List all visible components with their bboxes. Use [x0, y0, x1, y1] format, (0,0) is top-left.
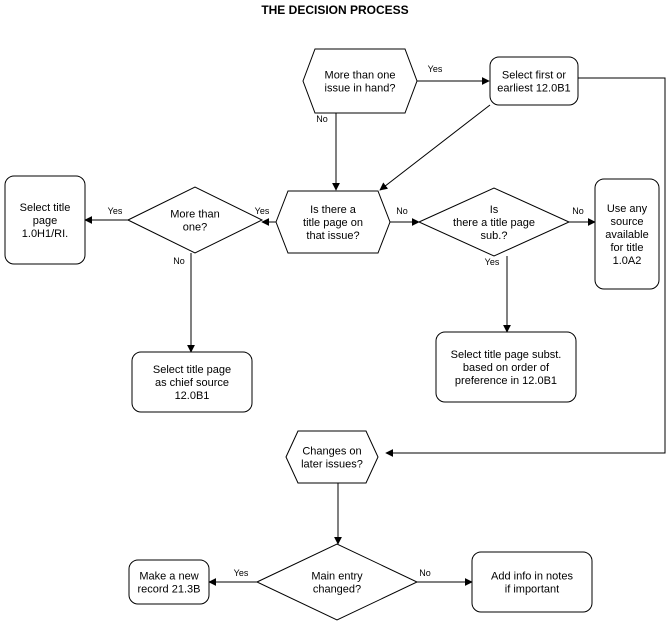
node-select-title-page-subst: Select title page subst.based on order o…	[435, 331, 577, 403]
use-any-source-text-line: 1.0A2	[613, 255, 642, 267]
add-info-notes-rounded-rect	[471, 551, 593, 613]
edge-label-yes: Yes	[255, 206, 270, 216]
more-than-one-issue-text-line: issue in hand?	[325, 83, 396, 95]
is-title-page-text-line: that issue?	[306, 230, 359, 242]
changes-on-later-hexagon	[285, 430, 379, 484]
main-entry-changed-text-line: changed?	[313, 584, 361, 596]
use-any-source-text-line: for title	[610, 242, 643, 254]
more-than-one-text-line: one?	[183, 222, 207, 234]
edge-select-first-issue-to-is-title-page	[379, 104, 491, 191]
changes-on-later-text-line: later issues?	[301, 459, 363, 471]
more-than-one-text-line: More than	[170, 209, 220, 221]
is-title-page-text-line: Is there a	[310, 204, 357, 216]
add-info-notes-text-line: if important	[505, 584, 559, 596]
select-title-page-chief-text-line: 12.0B1	[175, 390, 210, 402]
diagram-title: THE DECISION PROCESS	[261, 3, 408, 17]
edge-label-no: No	[173, 256, 185, 266]
is-title-page-sub-text-line: Is	[490, 204, 499, 216]
use-any-source-text-line: available	[605, 229, 648, 241]
select-title-page-1-text-line: 1.0H1/RI.	[22, 228, 68, 240]
select-title-page-subst-text-line: preference in 12.0B1	[455, 375, 557, 387]
select-first-issue-text-line: earliest 12.0B1	[497, 83, 570, 95]
edge-label-no: No	[316, 114, 328, 124]
use-any-source-text-line: Use any	[607, 203, 648, 215]
select-title-page-1-rounded-rect	[4, 175, 86, 265]
use-any-source-rounded-rect	[594, 178, 660, 290]
more-than-one-issue-hexagon	[302, 48, 418, 114]
main-entry-changed-diamond	[255, 543, 419, 621]
select-first-issue-rounded-rect	[489, 56, 579, 106]
edge-label-yes: Yes	[234, 568, 249, 578]
select-title-page-chief-text-line: as chief source	[155, 377, 229, 389]
make-new-record-text-line: Make a new	[139, 571, 198, 583]
is-title-page-text-line: title page on	[303, 217, 363, 229]
is-title-page-hexagon	[275, 190, 391, 254]
is-title-page-sub-diamond	[417, 187, 571, 257]
edge-label-yes: Yes	[108, 206, 123, 216]
edge-label-yes: Yes	[485, 257, 500, 267]
main-entry-changed-text-line: Main entry	[311, 571, 363, 583]
select-title-page-subst-rounded-rect	[435, 331, 577, 403]
edge-label-yes: Yes	[428, 64, 443, 74]
edge-label-no: No	[419, 568, 431, 578]
more-than-one-issue-text-line: More than one	[325, 70, 396, 82]
edge-select-first-issue-to-changes-on-later	[385, 77, 666, 457]
is-title-page-sub-text-line: there a title page	[453, 217, 535, 229]
edge-label-no: No	[572, 206, 584, 216]
is-title-page-sub-text-line: sub.?	[481, 230, 508, 242]
select-title-page-1-text-line: Select title	[20, 202, 71, 214]
select-title-page-chief-rounded-rect	[131, 351, 253, 413]
select-title-page-subst-text-line: based on order of	[463, 362, 550, 374]
make-new-record-text-line: record 21.3B	[138, 584, 201, 596]
use-any-source-text-line: source	[610, 216, 643, 228]
select-title-page-1-text-line: page	[33, 215, 57, 227]
edge-label-no: No	[396, 206, 408, 216]
make-new-record-rounded-rect	[128, 559, 210, 605]
select-first-issue-text-line: Select first or	[502, 70, 567, 82]
add-info-notes-text-line: Add info in notes	[491, 571, 573, 583]
changes-on-later-text-line: Changes on	[302, 446, 361, 458]
select-title-page-subst-text-line: Select title page subst.	[451, 349, 562, 361]
more-than-one-diamond	[126, 186, 264, 254]
edges-layer	[84, 77, 666, 586]
select-title-page-chief-text-line: Select title page	[153, 364, 231, 376]
